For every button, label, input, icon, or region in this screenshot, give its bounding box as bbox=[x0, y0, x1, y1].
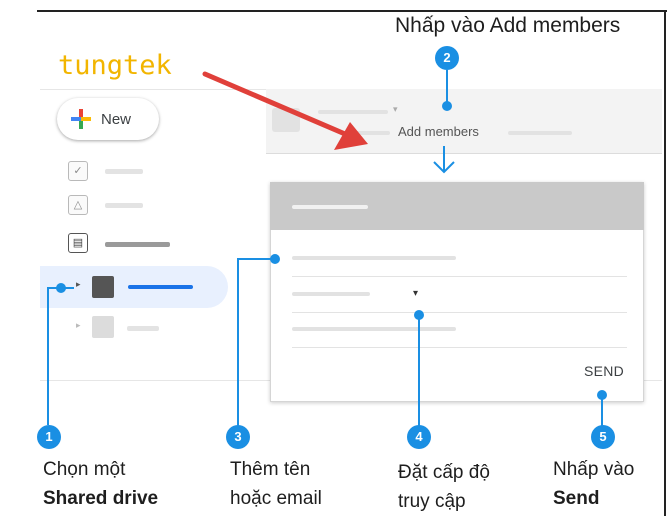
step-4-caption-line2: truy cập bbox=[398, 491, 466, 512]
step-3-caption-line2: hoặc email bbox=[230, 488, 322, 509]
step-1-caption-line2: Shared drive bbox=[43, 488, 159, 509]
header-placeholder-right bbox=[508, 131, 572, 135]
selected-drive-name-placeholder bbox=[128, 285, 193, 289]
step-3-dot bbox=[270, 254, 280, 264]
step-4-caption-line1: Đặt cấp độ bbox=[398, 462, 490, 483]
access-dropdown-icon[interactable]: ▾ bbox=[413, 288, 419, 299]
dialog-rule bbox=[292, 312, 627, 313]
step-1-dot bbox=[56, 283, 66, 293]
header-dropdown-icon[interactable]: ▾ bbox=[393, 104, 398, 114]
step-3-leader-h bbox=[237, 258, 272, 260]
step-2-leader bbox=[446, 70, 448, 104]
step-1-leader-h bbox=[62, 287, 74, 289]
expand-arrow-icon[interactable]: ▸ bbox=[76, 279, 81, 289]
step-5-leader bbox=[601, 398, 603, 426]
dialog-title-placeholder bbox=[292, 205, 368, 209]
shared-drive-icon bbox=[92, 316, 114, 338]
step-4-dot bbox=[414, 310, 424, 320]
step-5-caption-line1: Nhấp vào bbox=[553, 459, 635, 480]
plus-icon bbox=[71, 109, 91, 129]
step-4-badge: 4 bbox=[407, 425, 431, 449]
step-5-badge: 5 bbox=[591, 425, 615, 449]
message-placeholder bbox=[292, 327, 456, 331]
step-1-caption-line1: Chọn một bbox=[43, 459, 126, 480]
step-3-leader bbox=[237, 258, 239, 426]
step-1-leader bbox=[47, 288, 49, 425]
new-button[interactable]: New bbox=[57, 98, 159, 140]
add-members-button[interactable]: Add members bbox=[398, 124, 479, 139]
dialog-rule bbox=[292, 276, 627, 277]
email-input[interactable] bbox=[292, 256, 456, 260]
frame-right-edge bbox=[664, 10, 666, 516]
send-button[interactable]: SEND bbox=[584, 363, 625, 379]
shared-drives-icon[interactable]: ▤ bbox=[68, 233, 88, 253]
watermark-text: tungtek bbox=[58, 50, 172, 81]
step-3-badge: 3 bbox=[226, 425, 250, 449]
step-3-caption-line1: Thêm tên bbox=[230, 459, 311, 480]
sidebar-item-placeholder bbox=[105, 169, 143, 174]
sidebar-item-placeholder bbox=[105, 203, 143, 208]
header-title-placeholder bbox=[318, 110, 388, 114]
dialog-rule bbox=[292, 347, 627, 348]
sidebar-item-placeholder bbox=[105, 242, 170, 247]
step-4-caption: Đặt cấp độ truy cập bbox=[398, 458, 490, 516]
shared-drive-icon bbox=[92, 276, 114, 298]
step-1-caption: Chọn một Shared drive bbox=[43, 455, 158, 513]
new-button-label: New bbox=[101, 110, 132, 128]
drive-header-area bbox=[266, 89, 662, 153]
step-3-caption: Thêm tên hoặc email bbox=[230, 455, 322, 513]
step-2-dot bbox=[442, 101, 452, 111]
drive-triangle-icon[interactable]: △ bbox=[68, 195, 88, 215]
header-placeholder-left bbox=[352, 131, 390, 135]
header-divider bbox=[266, 153, 662, 154]
step-5-dot bbox=[597, 390, 607, 400]
sidebar-item-placeholder bbox=[127, 326, 159, 331]
step-5-caption-line2: Send bbox=[553, 488, 600, 509]
step-2-badge: 2 bbox=[435, 46, 459, 70]
access-level-select[interactable] bbox=[292, 292, 370, 296]
step-1-leader-join bbox=[47, 287, 59, 289]
priority-checkbox-icon[interactable]: ✓ bbox=[68, 161, 88, 181]
step-2-caption: Nhấp vào Add members bbox=[395, 14, 621, 37]
step-4-leader bbox=[418, 318, 420, 426]
step-5-caption: Nhấp vào Send bbox=[553, 455, 634, 513]
expand-arrow-icon[interactable]: ▸ bbox=[76, 320, 81, 330]
frame-top-edge bbox=[37, 10, 667, 12]
step-1-badge: 1 bbox=[37, 425, 61, 449]
